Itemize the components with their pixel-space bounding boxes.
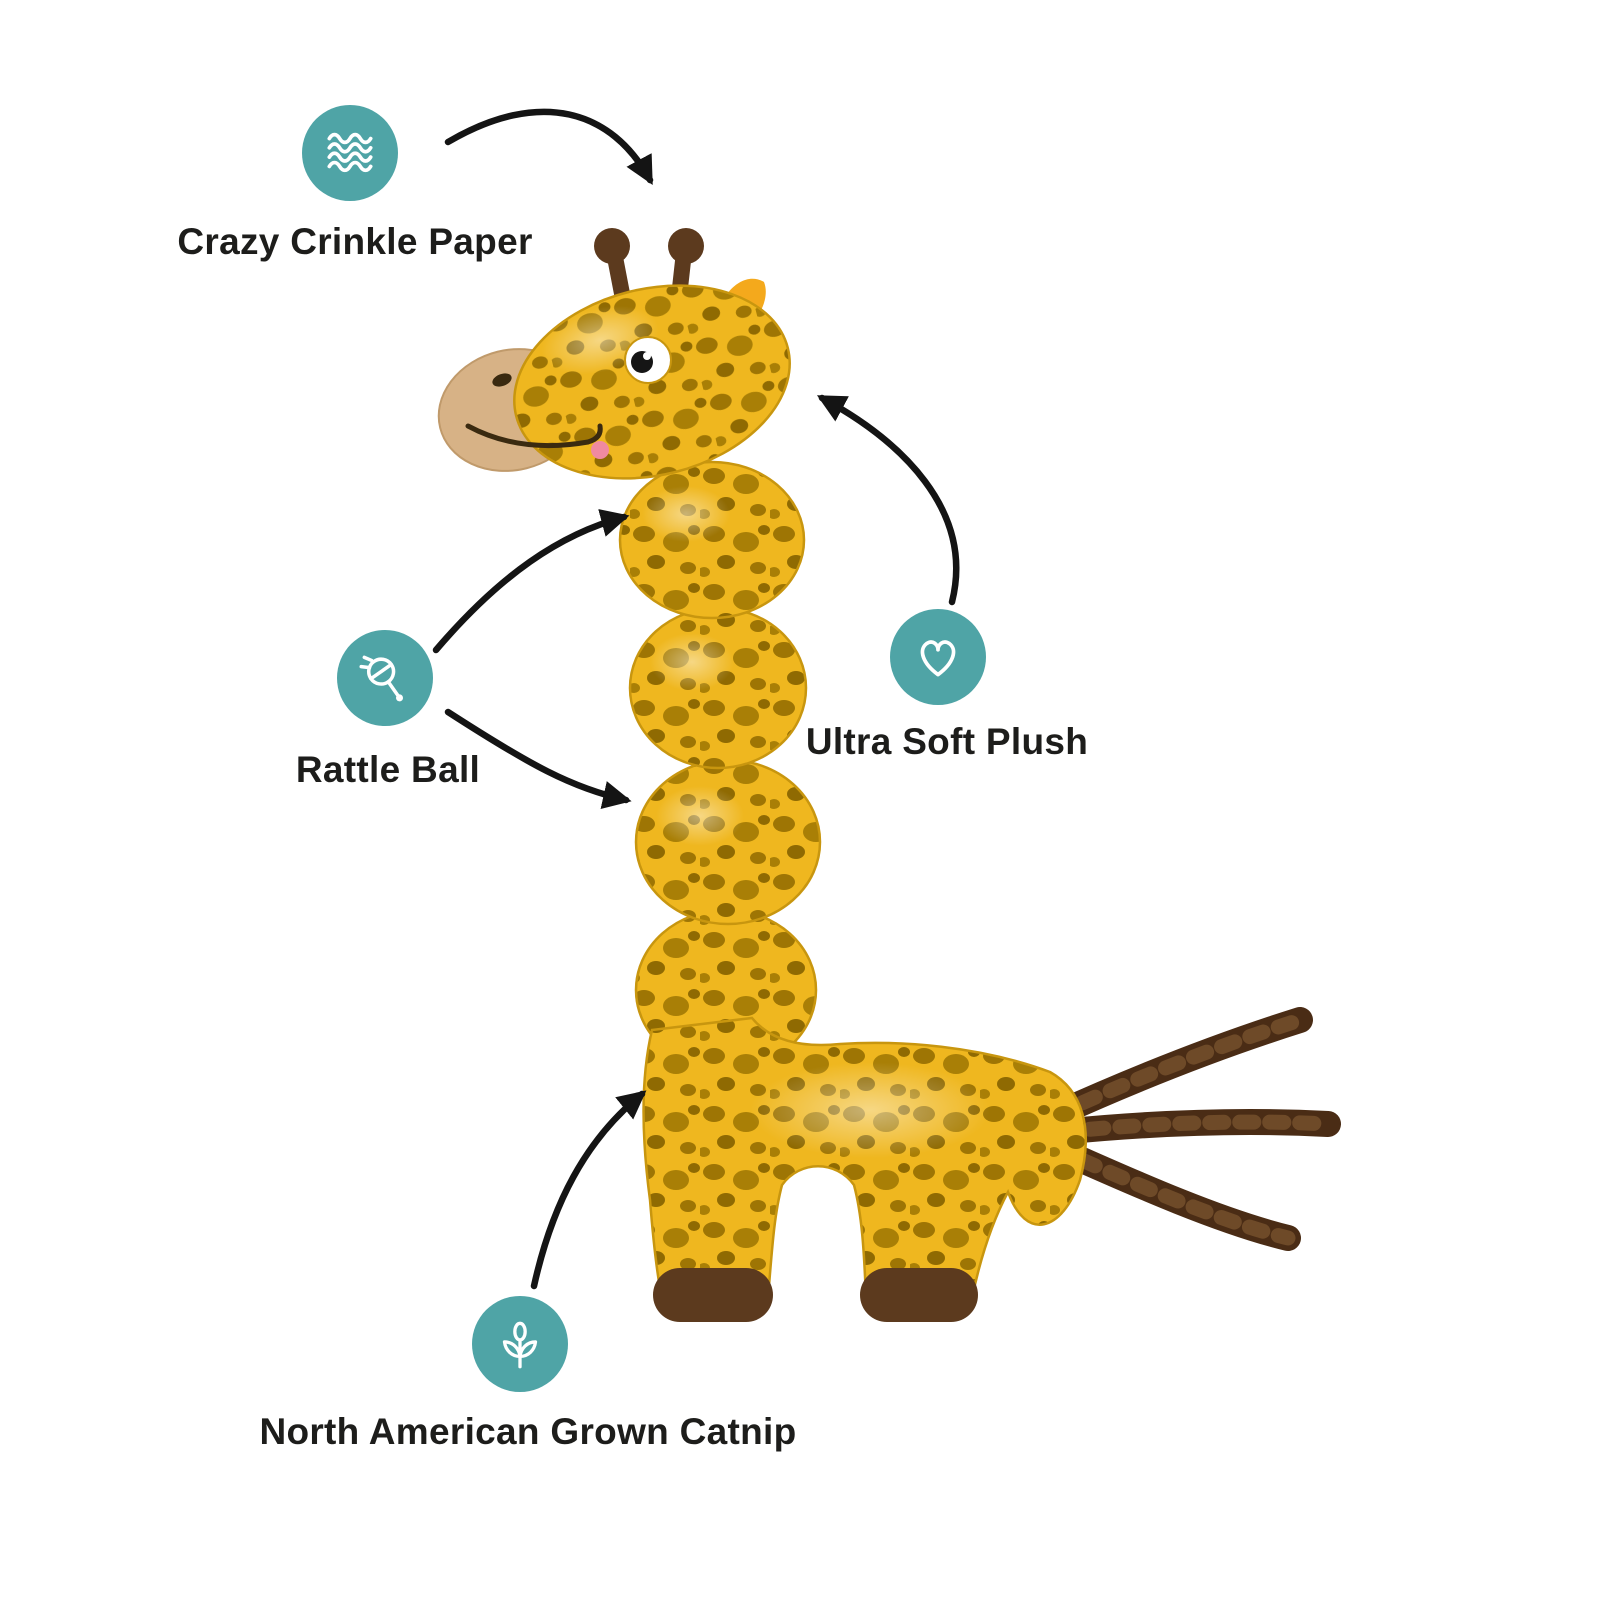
arrow-rattle-to-lower-neck bbox=[444, 708, 632, 809]
giraffe-back-foot bbox=[860, 1268, 978, 1322]
callout-label-plush: Ultra Soft Plush bbox=[805, 721, 1089, 762]
giraffe-tail bbox=[1042, 1007, 1341, 1251]
leaf-sprout-icon bbox=[472, 1296, 568, 1392]
giraffe-neck-segments bbox=[618, 460, 822, 926]
callout-label-crinkle: Crazy Crinkle Paper bbox=[177, 221, 533, 262]
arrow-plush-to-head bbox=[816, 394, 960, 606]
arrow-catnip-to-body bbox=[530, 1090, 647, 1290]
crinkle-waves-icon bbox=[302, 105, 398, 201]
heart-icon bbox=[890, 609, 986, 705]
giraffe-front-foot bbox=[653, 1268, 773, 1322]
callout-label-rattle: Rattle Ball bbox=[295, 749, 481, 790]
callout-label-catnip: North American Grown Catnip bbox=[259, 1411, 797, 1452]
arrow-crinkle-to-head bbox=[444, 108, 654, 186]
giraffe-head bbox=[437, 284, 791, 480]
rattle-icon bbox=[337, 630, 433, 726]
giraffe-body bbox=[642, 1016, 1087, 1322]
arrow-rattle-to-upper-neck bbox=[432, 509, 630, 654]
